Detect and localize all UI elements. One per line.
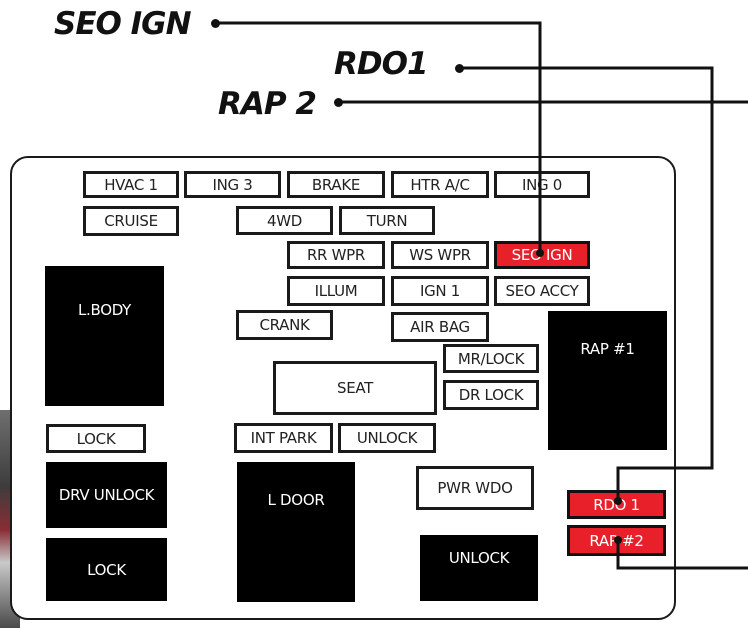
fuse-mr-lock[interactable]: MR/LOCK: [443, 344, 539, 373]
leader-line-rap2-lower: [616, 541, 748, 570]
fuse-crank[interactable]: CRANK: [236, 310, 333, 340]
callout-rap2: RAP 2: [218, 86, 317, 122]
fuse-ing3[interactable]: ING 3: [184, 171, 281, 198]
fuse-air-bag[interactable]: AIR BAG: [391, 312, 489, 342]
fuse-cruise[interactable]: CRUISE: [83, 206, 179, 236]
fuse-seo-ign-highlighted[interactable]: SEO IGN: [494, 241, 590, 269]
relay-rap1[interactable]: RAP #1: [548, 311, 667, 450]
fuse-turn[interactable]: TURN: [339, 206, 435, 235]
relay-l-body[interactable]: L.BODY: [45, 266, 164, 406]
leader-end-seo-ign: [536, 249, 544, 257]
callout-rdo1-dot: [455, 64, 464, 73]
fuse-unlock[interactable]: UNLOCK: [338, 423, 436, 453]
fuse-ing0[interactable]: ING 0: [494, 171, 590, 198]
fuse-brake[interactable]: BRAKE: [287, 171, 385, 198]
fuse-pwr-wdo[interactable]: PWR WDO: [416, 466, 534, 510]
fuse-illum[interactable]: ILLUM: [287, 276, 385, 306]
callout-rap2-dot: [334, 98, 343, 107]
relay-l-door[interactable]: L DOOR: [237, 462, 355, 602]
relay-lock[interactable]: LOCK: [46, 538, 167, 601]
relay-drv-unlock[interactable]: DRV UNLOCK: [46, 462, 167, 528]
fuse-rr-wpr[interactable]: RR WPR: [287, 241, 385, 269]
leader-end-rap2: [614, 536, 622, 544]
fuse-lock[interactable]: LOCK: [46, 424, 146, 453]
leader-line-rdo1: [460, 66, 714, 500]
callout-seo-ign: SEO IGN: [54, 6, 192, 42]
callout-rdo1: RDO1: [334, 46, 429, 82]
leader-end-rdo1: [614, 497, 622, 505]
fuse-hvac1[interactable]: HVAC 1: [83, 171, 179, 198]
callout-seo-ign-dot: [211, 19, 220, 28]
leader-line-seo-ign: [216, 21, 542, 252]
fuse-int-park[interactable]: INT PARK: [234, 423, 333, 453]
fuse-seat[interactable]: SEAT: [273, 361, 437, 415]
fuse-ign1[interactable]: IGN 1: [391, 276, 489, 306]
fuse-dr-lock[interactable]: DR LOCK: [443, 380, 539, 410]
fuse-htr-ac[interactable]: HTR A/C: [391, 171, 489, 198]
relay-unlock[interactable]: UNLOCK: [420, 535, 538, 601]
fuse-ws-wpr[interactable]: WS WPR: [391, 241, 489, 269]
fuse-4wd[interactable]: 4WD: [236, 206, 333, 235]
fuse-seo-accy[interactable]: SEO ACCY: [494, 276, 590, 306]
